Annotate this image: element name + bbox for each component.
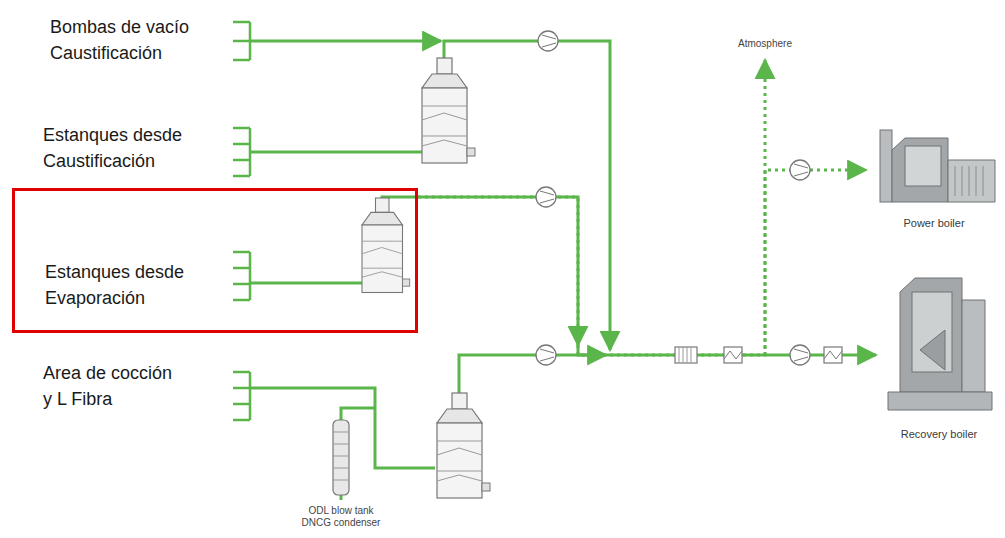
illustration-part (948, 160, 995, 202)
illustration-part (679, 347, 691, 363)
illustration-part (250, 40, 441, 43)
illustration-part (233, 22, 250, 60)
illustration-part (538, 31, 558, 51)
illustration-part (900, 278, 962, 392)
illustration-part (920, 330, 945, 370)
illustration-part (577, 330, 580, 345)
illustration-part (340, 495, 343, 500)
illustration-part (233, 372, 250, 420)
illustration-part (536, 187, 556, 207)
source-label: Bombas de vacío Caustificación (50, 14, 225, 66)
boiler-node: Power boiler (866, 122, 1002, 236)
illustration-part (880, 130, 892, 202)
illustration-part (824, 347, 842, 363)
illustration-part (341, 408, 375, 420)
note-label: Atmosphere (725, 38, 805, 50)
boiler-node: Recovery boiler (876, 268, 1002, 447)
illustration-part (905, 146, 941, 186)
illustration-part (912, 292, 952, 372)
illustration-part (437, 393, 490, 498)
illustration-part (790, 160, 810, 180)
illustration-part (250, 151, 422, 154)
illustration-part (955, 166, 983, 196)
illustration-part (892, 138, 948, 202)
note-label: ODL blow tank DNCG condenser (296, 505, 386, 529)
illustration-part (724, 347, 742, 363)
illustration-part (233, 252, 250, 300)
highlight-box: Estanques desde Evaporación (12, 188, 418, 333)
illustration-part (459, 355, 606, 393)
pipes (250, 41, 765, 500)
dncg-condenser (333, 420, 349, 495)
illustration-part (333, 432, 349, 480)
illustration-part (250, 282, 362, 285)
illustration-part (422, 58, 475, 163)
illustration-part (362, 198, 410, 293)
source-label: Estanques desde Caustificación (43, 122, 218, 174)
node-label: Estanques desde Evaporación (45, 259, 220, 311)
illustration-part (962, 300, 985, 392)
illustration-part (233, 128, 250, 176)
source-label: Area de cocción y L Fibra (43, 360, 181, 412)
node-label: Recovery boiler (876, 427, 1002, 443)
recovery-boiler-illustration (888, 278, 992, 410)
node-label: Power boiler (866, 216, 1002, 232)
illustration-part (675, 347, 697, 363)
illustration-part (888, 392, 992, 410)
pipe-connector (418, 197, 876, 355)
illustration-part (333, 420, 349, 495)
filter-symbol (675, 347, 697, 363)
power-boiler-illustration (880, 130, 995, 202)
illustration-part (536, 345, 556, 365)
illustration-part (764, 60, 767, 355)
illustration-part (444, 41, 610, 350)
comb-brackets (233, 22, 250, 420)
illustration-part (790, 345, 810, 365)
